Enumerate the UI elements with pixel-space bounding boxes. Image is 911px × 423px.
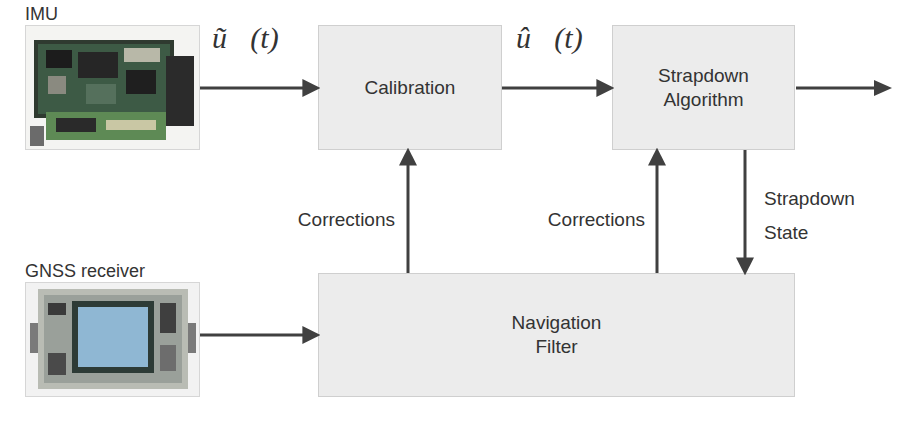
edge-label: Strapdown State bbox=[764, 182, 884, 250]
signal-symbol: ũ⃗(t) bbox=[212, 20, 302, 56]
box-label: Strapdown Algorithm bbox=[639, 64, 769, 112]
signal-arrow bbox=[744, 150, 747, 261]
imu-illustration bbox=[26, 26, 199, 149]
edge-label: Corrections bbox=[240, 203, 395, 237]
signal-arrow bbox=[407, 162, 410, 273]
signal-arrow bbox=[656, 162, 659, 273]
box-label: Calibration bbox=[365, 76, 456, 100]
gnss-photo-box: GNSS receiver bbox=[25, 282, 200, 397]
device-label: GNSS receiver bbox=[25, 259, 145, 283]
filter-box: Navigation Filter bbox=[318, 273, 795, 397]
edge-label: Corrections bbox=[490, 203, 645, 237]
gnss-illustration bbox=[26, 283, 199, 396]
process-box: Strapdown Algorithm bbox=[612, 25, 795, 150]
device-label: IMU bbox=[25, 2, 58, 26]
signal-symbol: û⃗(t) bbox=[516, 20, 606, 56]
imu-photo-box: IMU bbox=[25, 25, 200, 150]
signal-arrow bbox=[200, 334, 306, 337]
signal-arrow bbox=[502, 87, 600, 90]
signal-arrow bbox=[200, 87, 306, 90]
box-label: Navigation Filter bbox=[502, 311, 612, 359]
process-box: Calibration bbox=[318, 25, 502, 150]
